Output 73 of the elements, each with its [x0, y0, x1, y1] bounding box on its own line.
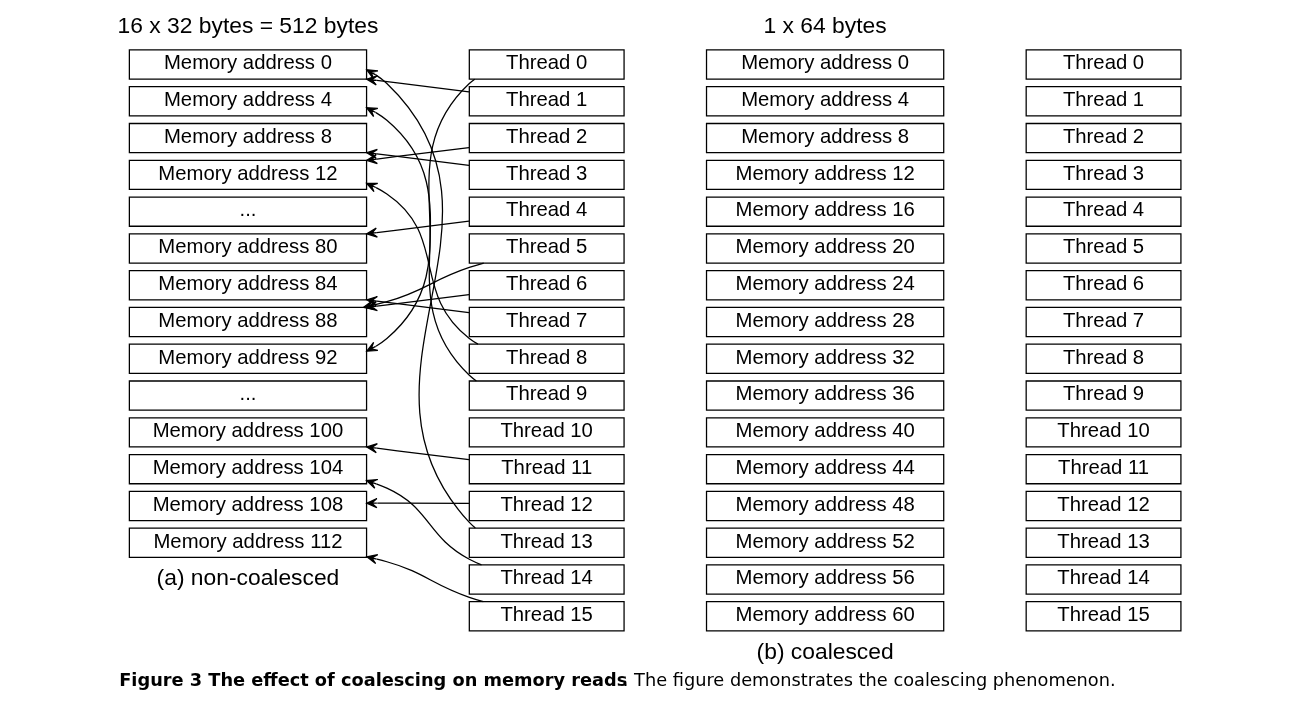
node-box: Thread 12: [468, 490, 625, 522]
node-box: Memory address 104: [128, 453, 368, 485]
node-box: Memory address 88: [128, 306, 368, 338]
node-box: Memory address 84: [128, 270, 368, 301]
node-box: Thread 12: [1025, 490, 1182, 522]
node-box: Memory address 40: [705, 417, 945, 448]
node-box: Thread 10: [468, 417, 625, 448]
node-box: Memory address 16: [705, 196, 945, 227]
label: 16 x 32 bytes = 512 bytes: [117, 12, 379, 39]
node-box: Memory address 92: [128, 343, 368, 375]
arrow: [366, 497, 470, 509]
node-box: Thread 11: [468, 453, 625, 485]
label: (a) non-coalesced: [156, 564, 340, 591]
node-box: Thread 4: [1025, 196, 1182, 227]
node-box: Thread 4: [468, 196, 625, 227]
node-box: Memory address 28: [705, 306, 945, 338]
node-box: Memory address 36: [705, 380, 945, 411]
node-box: Thread 9: [1025, 380, 1182, 411]
node-box: Thread 14: [1025, 564, 1182, 595]
node-box: Memory address 32: [705, 343, 945, 375]
node-box: Thread 0: [468, 49, 625, 80]
node-box: Memory address 12: [705, 159, 945, 191]
node-box: Memory address 100: [128, 417, 368, 448]
arrow: [366, 554, 484, 603]
node-box: Thread 7: [468, 306, 625, 338]
node-box: Memory address 20: [705, 233, 945, 264]
node-box: Thread 15: [468, 601, 625, 632]
node-box: Thread 3: [1025, 159, 1182, 191]
node-box: Thread 11: [1025, 453, 1182, 485]
node-box: Memory address 44: [705, 453, 945, 485]
arrow: [366, 443, 470, 461]
node-box: Memory address 60: [705, 601, 945, 632]
node-box: Thread 8: [468, 343, 625, 375]
label: 1 x 64 bytes: [763, 12, 887, 39]
node-box: Thread 1: [468, 86, 625, 117]
node-box: Thread 7: [1025, 306, 1182, 338]
node-box: Memory address 52: [705, 527, 945, 558]
node-box: Thread 5: [468, 233, 625, 264]
node-box: Thread 13: [1025, 527, 1182, 558]
node-box: ...: [128, 380, 368, 411]
node-box: Memory address 108: [128, 490, 368, 522]
node-box: Thread 6: [1025, 270, 1182, 301]
node-box: ...: [128, 196, 368, 227]
node-box: Thread 0: [1025, 49, 1182, 80]
node-box: Thread 1: [1025, 86, 1182, 117]
arrow: [366, 220, 470, 238]
node-box: Memory address 4: [128, 86, 368, 117]
node-box: Memory address 8: [705, 122, 945, 154]
node-box: Memory address 80: [128, 233, 368, 264]
node-box: Memory address 8: [128, 122, 368, 154]
caption: Figure 3 The effect of coalescing on memory reads. The figure demonstrates the coalescing phenomenon.: [119, 669, 1116, 690]
node-box: Thread 14: [468, 564, 625, 595]
node-box: Thread 8: [1025, 343, 1182, 375]
arrow: [365, 478, 483, 566]
label: (b) coalesced: [756, 637, 894, 664]
node-box: Thread 2: [1025, 122, 1182, 154]
node-box: Thread 3: [468, 159, 625, 191]
node-box: Memory address 56: [705, 564, 945, 595]
node-box: Thread 15: [1025, 601, 1182, 632]
node-box: Memory address 24: [705, 270, 945, 301]
node-box: Memory address 48: [705, 490, 945, 522]
node-box: Memory address 4: [705, 86, 945, 117]
arrow: [366, 75, 470, 93]
node-box: Thread 2: [468, 122, 625, 154]
node-box: Thread 5: [1025, 233, 1182, 264]
node-box: Thread 13: [468, 527, 625, 558]
node-box: Memory address 12: [128, 159, 368, 191]
node-box: Thread 9: [468, 380, 625, 411]
node-box: Memory address 0: [128, 49, 368, 80]
node-box: Thread 10: [1025, 417, 1182, 448]
node-box: Memory address 0: [705, 49, 945, 80]
node-box: Memory address 112: [128, 527, 368, 558]
node-box: Thread 6: [468, 270, 625, 301]
